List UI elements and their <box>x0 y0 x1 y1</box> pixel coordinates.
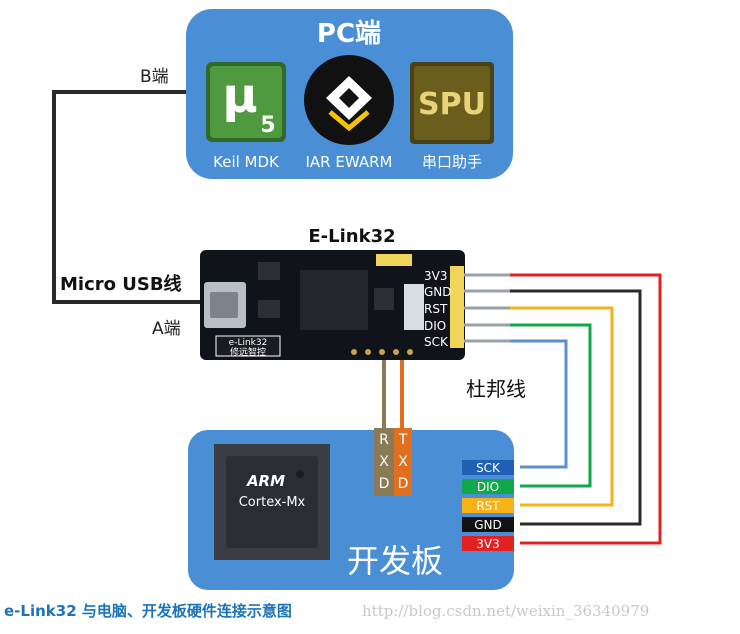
wire-rst <box>510 306 614 507</box>
chip-model: Cortex-Mx <box>239 495 306 510</box>
txd-letter-t: T <box>398 432 408 448</box>
mcu-chip <box>300 270 368 330</box>
pc-panel-title: PC端 <box>317 19 381 49</box>
dev-pin-rst-box <box>462 498 514 513</box>
keil-mdk-icon[interactable]: μ 5 <box>206 62 286 142</box>
wire-3v3 <box>510 273 662 545</box>
figure-caption: e-Link32 与电脑、开发板硬件连接示意图 <box>4 602 292 620</box>
svg-text:μ: μ <box>222 68 257 124</box>
elink-pin-rst: RST <box>424 302 448 316</box>
dev-pin-3v3-box <box>462 536 514 551</box>
rxd-letter-x: X <box>379 454 389 470</box>
dev-pin-sck: SCK <box>476 461 501 475</box>
arm-chip <box>214 444 330 560</box>
serial-assistant-icon[interactable]: SPU <box>410 62 494 144</box>
watermark: http://blog.csdn.net/weixin_36340979 <box>362 602 650 620</box>
dev-pin-gnd: GND <box>474 518 502 532</box>
micro-usb-label: Micro USB线 <box>60 273 182 295</box>
usb-cable <box>52 90 206 304</box>
a-end-label: A端 <box>152 319 181 339</box>
dev-pin-gnd-box <box>462 517 514 532</box>
elink-pin-sck: SCK <box>424 335 449 349</box>
elink-board: e-Link32 修远智控 <box>200 250 510 360</box>
wire-gnd <box>510 289 642 526</box>
svg-text:5: 5 <box>260 113 275 138</box>
keil-mdk-label: Keil MDK <box>213 153 280 171</box>
rxd-pin-box <box>374 428 394 496</box>
dev-pin-dio-box <box>462 479 514 494</box>
dev-pin-sck-box <box>462 460 514 475</box>
wire-sck <box>510 339 568 469</box>
chip-brand: ARM <box>246 472 285 490</box>
board-silk-name: e-Link32 <box>229 338 268 348</box>
iar-ewarm-icon[interactable] <box>304 55 394 145</box>
rxd-letter-r: R <box>379 432 389 448</box>
dev-pin-dio: DIO <box>477 480 499 494</box>
elink-pin-dio: DIO <box>424 319 446 333</box>
b-end-label: B端 <box>140 67 169 87</box>
elink-pin-gnd: GND <box>424 285 452 299</box>
elink-title: E-Link32 <box>308 226 395 247</box>
rxd-letter-d: D <box>379 476 390 492</box>
dev-pin-rst: RST <box>476 499 500 513</box>
board-silk-brand: 修远智控 <box>230 346 266 358</box>
dupont-label: 杜邦线 <box>466 377 526 401</box>
serial-assistant-label: 串口助手 <box>422 153 482 171</box>
elink-pin-3v3: 3V3 <box>424 269 447 283</box>
txd-letter-x: X <box>398 454 408 470</box>
dev-board-title: 开发板 <box>347 542 443 580</box>
dev-pin-3v3: 3V3 <box>476 537 499 551</box>
txd-pin-box <box>394 428 412 496</box>
txd-letter-d: D <box>398 476 409 492</box>
iar-ewarm-label: IAR EWARM <box>306 153 393 171</box>
wire-dio <box>510 323 592 488</box>
serial-assistant-icon-text: SPU <box>418 87 486 122</box>
